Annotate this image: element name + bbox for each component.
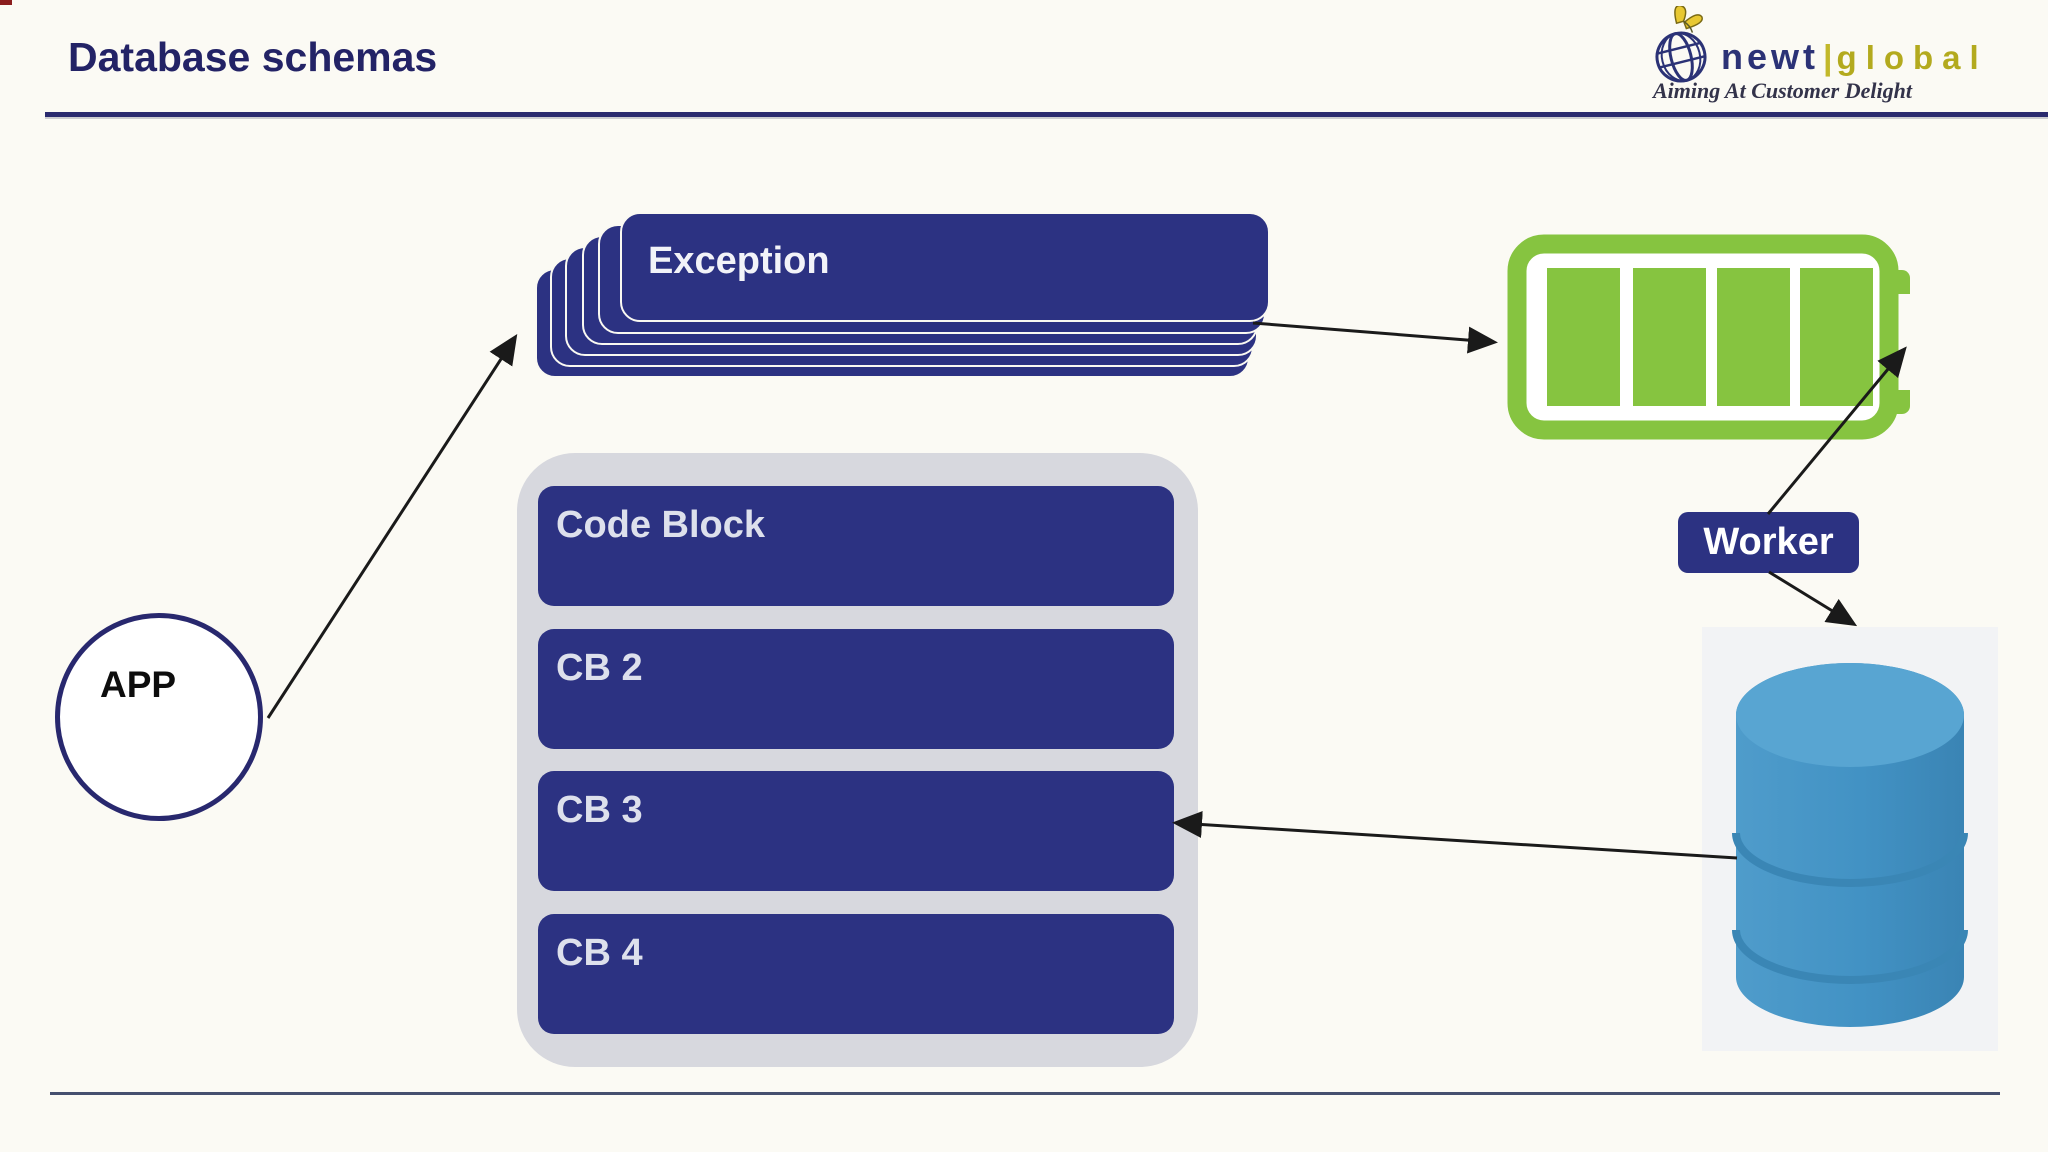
header-divider [45, 112, 2048, 117]
app-label: APP [100, 664, 177, 705]
newt-global-logo: newt|global Aiming At Customer Delight [1645, 4, 2035, 108]
code-block-cb2: CB 2 [538, 629, 1174, 749]
code-block-container: Code Block CB 2 CB 3 CB 4 [517, 453, 1198, 1067]
cb2-label: CB 2 [556, 647, 643, 689]
brand-tagline: Aiming At Customer Delight [1653, 78, 1912, 103]
arrow-database-to-cb3 [1172, 811, 1738, 860]
arrow-exception-to-battery [1252, 321, 1498, 354]
app-node: APP [55, 613, 263, 821]
cb3-label: CB 3 [556, 789, 643, 831]
screen-edge-artifact [0, 0, 12, 5]
worker-label: Worker [1703, 521, 1834, 563]
code-block-cb4: CB 4 [538, 914, 1174, 1034]
code-block-1: Code Block [538, 486, 1174, 606]
exception-stack-front-card: Exception [620, 212, 1270, 322]
database-cylinder-icon [1732, 663, 1968, 1027]
arrow-app-to-exception [266, 333, 518, 719]
battery-icon [1507, 234, 1910, 440]
brand-separator: | [1823, 39, 1833, 77]
code-block-cb3: CB 3 [538, 771, 1174, 891]
cb4-label: CB 4 [556, 932, 643, 974]
worker-node: Worker [1678, 512, 1859, 573]
arrow-worker-to-database [1768, 570, 1858, 627]
brand-name-secondary: global [1836, 39, 1988, 76]
code-block-1-label: Code Block [556, 504, 766, 546]
database-image-background [1702, 627, 1998, 1051]
brand-name-primary: newt [1721, 36, 1820, 77]
page-title: Database schemas [68, 34, 438, 80]
exception-label: Exception [648, 240, 830, 282]
footer-divider [50, 1092, 2000, 1095]
globe-butterfly-icon [1655, 6, 1707, 83]
